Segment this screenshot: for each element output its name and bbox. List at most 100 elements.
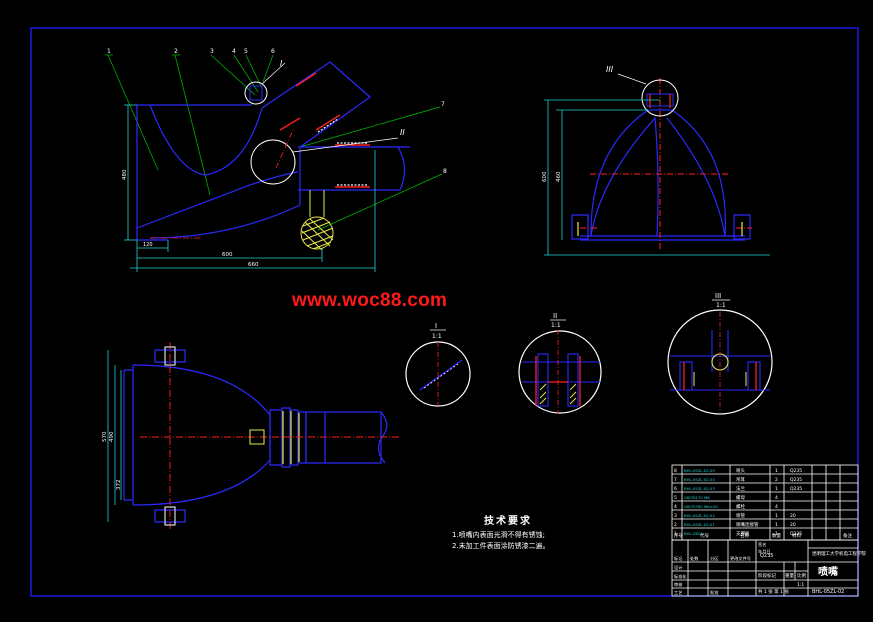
sign-label: 审核	[674, 581, 683, 588]
bom-cell-name: 喷管	[736, 512, 745, 519]
detail-circle-I	[244, 81, 268, 105]
bom-cell-name: 吊耳	[736, 477, 745, 483]
part-number-1: 1	[107, 48, 111, 55]
bom-cell-seq: 4	[674, 504, 677, 510]
part-number-4: 4	[232, 48, 236, 55]
bom-cell-material: Q235	[790, 531, 802, 537]
sign-label: 标准化	[674, 573, 687, 580]
bom-cell-name: 喷头	[736, 467, 745, 474]
sign-label: 年月日	[758, 548, 771, 555]
bom-cell-code: BHL-05ZL-02-03	[684, 486, 715, 491]
front-dimensions	[124, 104, 376, 272]
bom-cell-material: Q235	[790, 486, 802, 492]
bom-header-seq: 序号	[674, 532, 683, 539]
bom-cell-name: 螺栓	[736, 503, 745, 510]
part-number-7: 7	[441, 101, 445, 108]
bom-cell-name: 喷嘴连接管	[736, 521, 759, 528]
sign-label: 工艺	[674, 590, 682, 595]
bom-header-remark: 备注	[843, 532, 852, 539]
bom-cell-code: BHL-05ZL-02-01	[684, 522, 715, 527]
bom-cell-material: 20	[790, 522, 796, 528]
drawing-name: 喷嘴	[818, 565, 838, 578]
nozzle-body-outline	[136, 61, 410, 241]
sign-label: 更改文件号	[730, 555, 751, 562]
title-block	[671, 464, 859, 597]
bom-cell-code: BHL-ZK01	[684, 531, 703, 536]
detail-III: III 1:1	[667, 292, 773, 415]
bom-cell-name: 支撑板	[736, 530, 750, 537]
section-marker-I: I	[280, 59, 283, 68]
bom-cell-qty: 1	[775, 522, 778, 528]
front-center-lines	[150, 127, 295, 239]
dim-bottom-v2: 490	[109, 431, 115, 442]
dim-height-left: 480	[122, 169, 128, 180]
bom-cell-seq: 5	[674, 495, 677, 501]
sign-label: 签名	[758, 541, 766, 548]
bom-cell-code: GB/T6170 M6	[684, 495, 710, 500]
bom-cell-code: GB/T5782 M6×20	[684, 504, 718, 509]
detail-I-scale: 1:1	[432, 333, 442, 340]
sign-labels: 标记处数分区更改文件号签名年月日设计标准化审核工艺批准	[674, 541, 771, 596]
lifting-lug-hatch	[300, 190, 334, 251]
bom-header-name: 名称	[740, 532, 749, 539]
detail-II-label: II	[553, 312, 557, 320]
scale-label: 比例	[797, 572, 806, 579]
bom-cell-qty: 4	[775, 504, 778, 510]
material-value: Q235	[760, 553, 773, 559]
part-number-5: 5	[244, 48, 248, 55]
watermark-text: www.woc88.com	[292, 290, 448, 311]
dim-width-inner: 600	[222, 252, 233, 258]
detail-circle-III	[641, 79, 679, 117]
weight-label: 重量	[785, 572, 794, 579]
dim-right-h1: 460	[556, 171, 562, 182]
bom-cell-qty: 4	[775, 495, 778, 501]
sheet-info: 共 1 张 第 1 张	[758, 588, 789, 595]
bom-cell-seq: 3	[674, 513, 677, 519]
bom-header-qty: 数量	[772, 532, 781, 539]
bom-cell-qty: 1	[775, 486, 778, 492]
school-name: 昆明理工大学机电工程学院	[812, 550, 866, 557]
bom-cell-material: Q235	[790, 468, 802, 474]
part-number-8: 8	[443, 168, 447, 175]
top-bell-outline	[132, 364, 271, 506]
part-number-6: 6	[271, 48, 275, 55]
dim-bottom-v1: 570	[102, 431, 108, 442]
drawing-number: BHL-05ZL-02	[812, 589, 844, 595]
drawing-frame	[30, 27, 859, 597]
top-view: 570 490 372	[102, 342, 400, 530]
dim-width-total: 660	[248, 262, 259, 268]
bom-cell-code: BHL-05ZL-02-02	[684, 513, 715, 518]
section-marker-II: II	[400, 128, 405, 137]
sign-label: 标记	[674, 555, 683, 562]
side-view: III 460 600	[542, 65, 770, 256]
bom-header-code: 代号	[700, 532, 709, 539]
section-marker-III: III	[606, 65, 614, 74]
bom-cell-seq: 6	[674, 486, 677, 492]
tech-requirements-title: 技术要求	[484, 516, 532, 527]
bom-cell-code: BHL-05ZL-02-05	[684, 468, 715, 473]
part-number-3: 3	[210, 48, 214, 55]
bom-cell-name: 螺母	[736, 494, 745, 501]
front-view: 1 2 3 4 5 6 7 8	[105, 48, 447, 272]
stage-label: 阶段标记	[758, 572, 776, 579]
tech-requirement-2: 2.未加工件表面涂防锈漆二遍。	[452, 542, 550, 550]
bom-cell-name: 法兰	[736, 485, 745, 492]
detail-III-label: III	[715, 292, 721, 300]
sign-label: 处数	[690, 555, 699, 562]
detail-II-scale: 1:1	[551, 322, 561, 329]
side-bell-outline	[590, 109, 726, 237]
bom-cell-seq: 2	[674, 522, 677, 528]
detail-III-scale: 1:1	[716, 302, 726, 309]
sign-label: 分区	[710, 555, 718, 562]
dim-right-h2: 600	[542, 171, 548, 182]
dim-offset-small: 120	[143, 242, 153, 248]
sign-label: 设计	[674, 564, 682, 571]
part-number-2: 2	[174, 48, 178, 55]
part-leaders	[105, 54, 443, 231]
scale-value: 1:1	[797, 582, 804, 588]
detail-II: II 1:1	[518, 312, 602, 414]
bom-cell-seq: 1	[674, 531, 677, 537]
front-bolts	[279, 72, 370, 188]
